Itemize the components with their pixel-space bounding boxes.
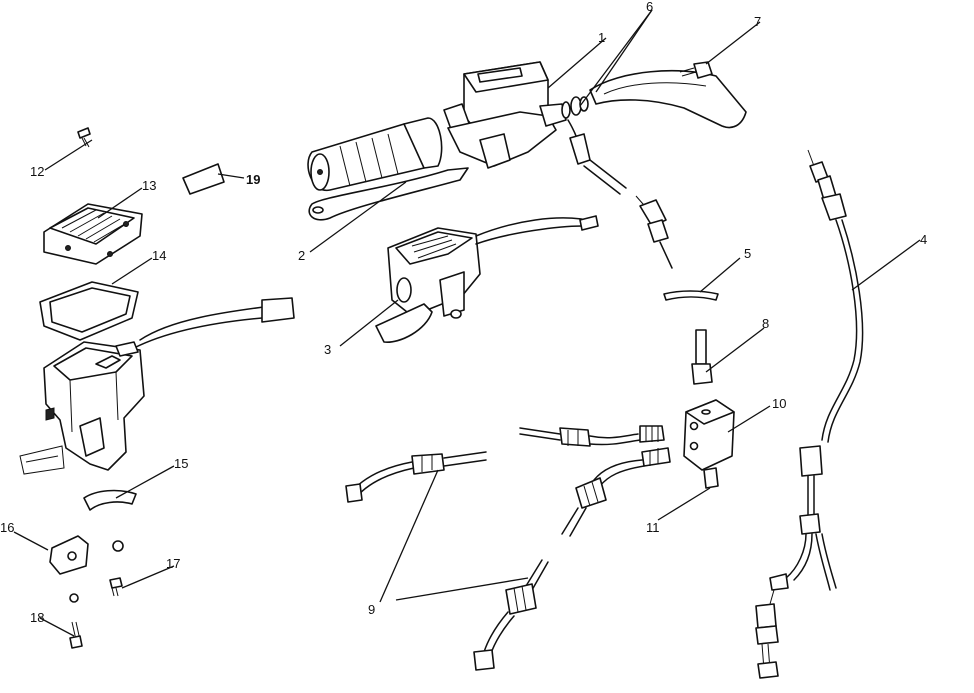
callout-4: 4 xyxy=(920,232,927,247)
banjo-fitting-6 xyxy=(570,96,589,116)
callout-1: 1 xyxy=(598,30,605,45)
callout-17: 17 xyxy=(166,556,180,571)
callout-5: 5 xyxy=(744,246,751,261)
cover-13 xyxy=(43,203,143,265)
callout-16: 16 xyxy=(0,520,14,535)
leader-lines xyxy=(13,9,921,637)
handlebar-grip xyxy=(307,117,443,191)
clip-5 xyxy=(663,290,719,301)
callout-7: 7 xyxy=(754,14,761,29)
brake-line-mid xyxy=(519,425,665,447)
bracket-16 xyxy=(49,535,124,603)
callout-8: 8 xyxy=(762,316,769,331)
callout-11: 11 xyxy=(646,520,660,535)
brake-line-9a xyxy=(345,451,487,503)
pad-15 xyxy=(83,489,137,511)
brake-line-lower xyxy=(561,447,671,537)
callout-13: 13 xyxy=(142,178,156,193)
gasket-14 xyxy=(39,281,139,341)
decal-19 xyxy=(182,163,225,195)
callout-14: 14 xyxy=(152,248,166,263)
callout-12: 12 xyxy=(30,164,44,179)
master-cylinder-1 xyxy=(443,61,571,169)
throttle-housing-3 xyxy=(375,227,481,343)
throttle-wires xyxy=(475,215,599,245)
brake-line-9b xyxy=(473,559,549,671)
cable-4 xyxy=(755,149,864,679)
callout-18: 18 xyxy=(30,610,44,625)
screw-12 xyxy=(77,127,91,148)
callout-15: 15 xyxy=(174,456,188,471)
junction-block-10 xyxy=(683,399,735,471)
hose-to-caliper xyxy=(133,297,295,349)
callout-2: 2 xyxy=(298,248,305,263)
bolt-11 xyxy=(703,467,719,489)
bracket-strap xyxy=(589,69,747,129)
callout-10: 10 xyxy=(772,396,786,411)
fitting-8 xyxy=(691,329,713,385)
bolt-18 xyxy=(69,621,83,649)
callout-3: 3 xyxy=(324,342,331,357)
brake-lever-2 xyxy=(308,167,469,221)
bolt-7 xyxy=(679,61,713,79)
callout-9: 9 xyxy=(368,602,375,617)
caliper-body xyxy=(19,341,145,475)
callout-19: 19 xyxy=(246,172,260,187)
callout-6: 6 xyxy=(646,0,653,14)
brake-line-upper xyxy=(567,119,673,269)
bolt-17 xyxy=(109,577,123,597)
callout-labels: 1 6 7 12 13 19 14 2 3 4 5 8 10 11 15 16 … xyxy=(0,0,927,625)
